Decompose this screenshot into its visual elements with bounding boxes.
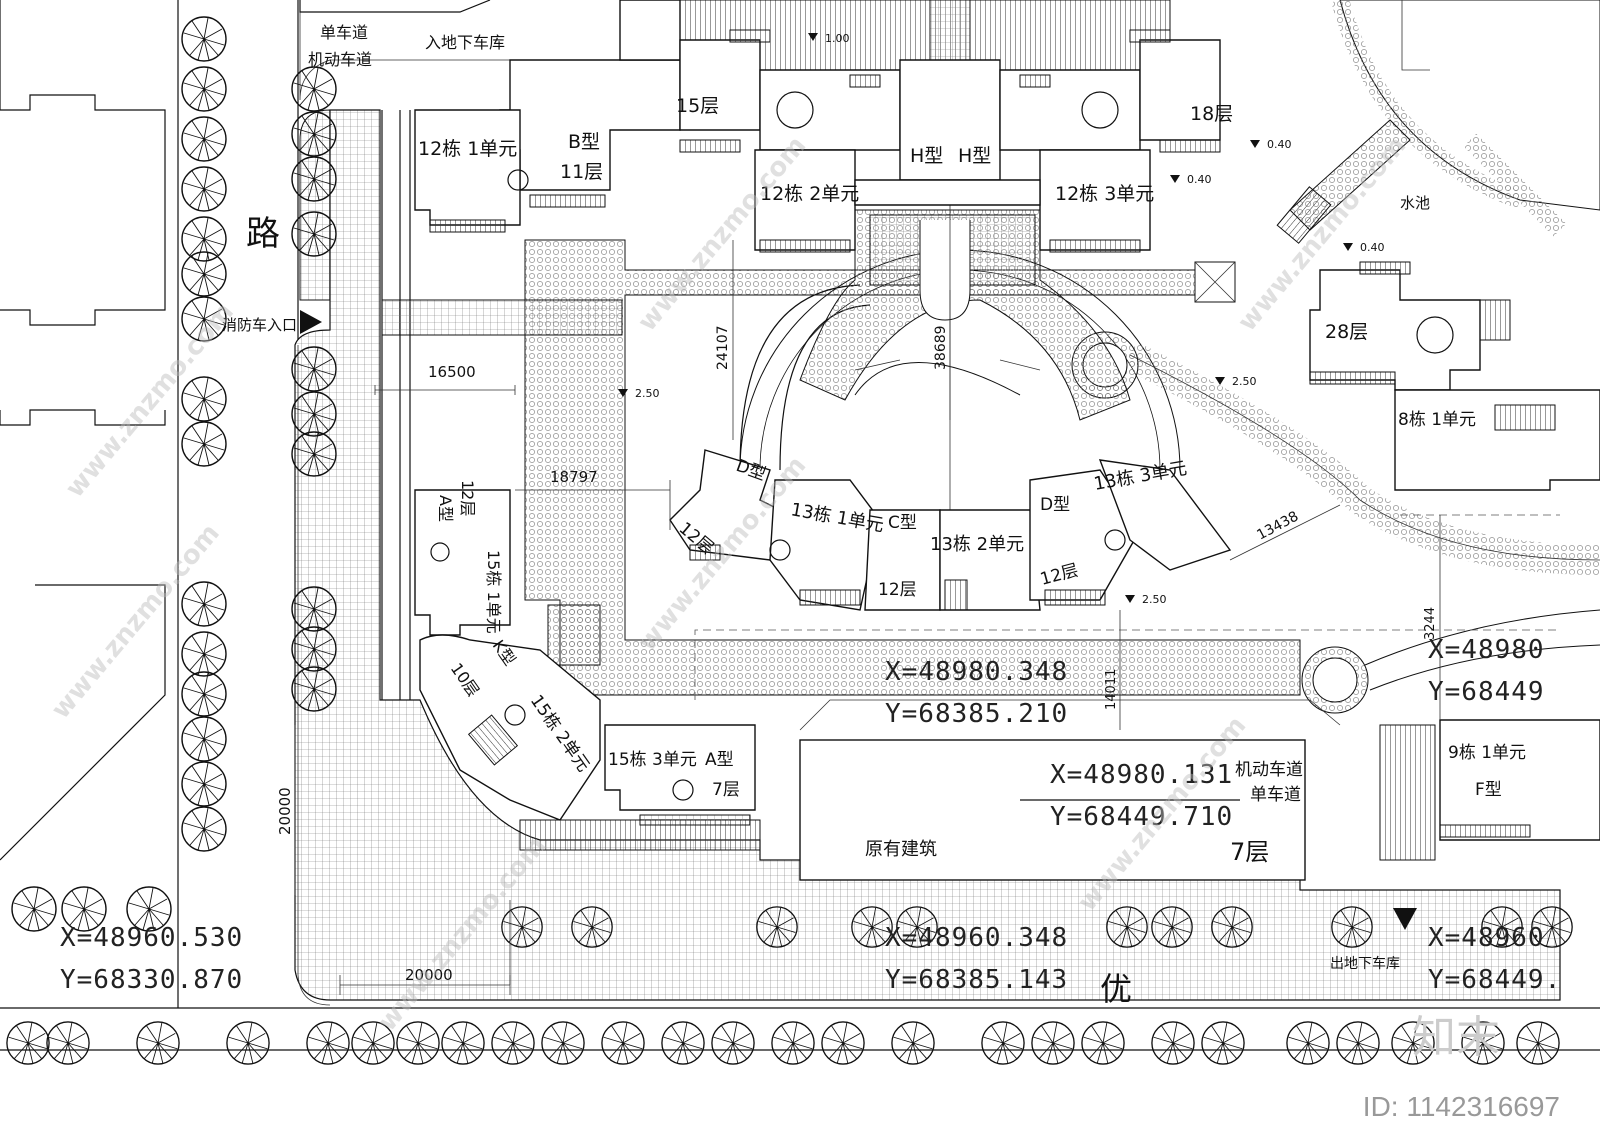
dimension: 14011: [1104, 669, 1119, 710]
building-type: A型: [705, 750, 734, 770]
building-floors: 28层: [1325, 321, 1368, 343]
dimension: 16500: [428, 363, 476, 381]
central-plaza: [799, 190, 1131, 510]
building-label: 12栋 3单元: [1055, 183, 1154, 205]
coord-x: X=48980: [1428, 635, 1545, 665]
dashed-boundaries: [694, 514, 1560, 700]
coord-x: X=48960.348: [885, 923, 1068, 953]
dimension: 20000: [276, 787, 294, 835]
fire-entry-label: 消防车入口: [222, 316, 297, 334]
elevation-values: 1.00 0.40 0.40 0.40 2.50 2.50 2.50: [635, 32, 1385, 606]
dimension: 20000: [405, 966, 453, 984]
coord-y: Y=68449.: [1428, 965, 1561, 995]
building-floors: 11层: [560, 161, 603, 183]
elevation: 2.50: [1232, 375, 1257, 388]
elevation-markers: [300, 33, 1417, 930]
motor-lane-label: 机动车道: [1235, 760, 1303, 780]
dimension: 13438: [1254, 508, 1301, 543]
building-label: 15栋 3单元: [608, 750, 697, 770]
watermark-text: www.znzmo.com: [60, 297, 240, 503]
building-floors: 12层: [878, 580, 917, 600]
bike-lane-label: 单车道: [320, 23, 368, 42]
building-15: [381, 110, 761, 851]
elevation: 0.40: [1187, 173, 1212, 186]
dimension: 24107: [715, 325, 731, 370]
motor-lane-label: 机动车道: [308, 50, 372, 69]
building-floors: 7层: [712, 780, 740, 800]
building-type: C型: [888, 513, 917, 533]
pond-area: [1276, 0, 1600, 244]
coord-y: Y=68385.210: [885, 699, 1068, 729]
elevation: 1.00: [825, 32, 850, 45]
building-label: 15栋 1单元: [484, 550, 503, 634]
building-type: H型: [910, 145, 943, 167]
coord-x: X=48980.131: [1050, 760, 1233, 790]
garage-exit-label: 出地下车库: [1330, 955, 1400, 972]
elevation: 2.50: [635, 387, 660, 400]
image-id: ID: 1142316697: [1362, 1091, 1560, 1122]
bike-lane-label: 单车道: [1250, 785, 1301, 805]
pond-label: 水池: [1400, 194, 1430, 212]
building-floors: 15层: [676, 95, 719, 117]
building-type: H型: [958, 145, 991, 167]
coord-y: Y=68449.710: [1050, 802, 1233, 832]
elevation: 2.50: [1142, 593, 1167, 606]
fire-entry-arrow: [300, 310, 322, 334]
coord-y: Y=68449: [1428, 677, 1545, 707]
top-buildings: [299, 0, 1221, 253]
building-label: 原有建筑: [865, 839, 937, 860]
dimension-lines: [294, 240, 1441, 995]
elevation: 0.40: [1267, 138, 1292, 151]
elevation: 0.40: [1360, 241, 1385, 254]
building-type: D型: [1040, 495, 1070, 515]
dimension: 3244: [1423, 607, 1438, 640]
existing-building: [799, 699, 1341, 881]
road-name: 路: [246, 214, 280, 254]
coordinates: X=48960.530 Y=68330.870 X=48960.348 Y=68…: [60, 635, 1561, 995]
building-floors: 12层: [458, 480, 477, 516]
building-label: 9栋 1单元: [1448, 743, 1526, 763]
building-floors: 18层: [1190, 103, 1233, 125]
building-13: [669, 449, 1232, 611]
right-buildings: [1309, 0, 1600, 861]
brand-logo: 知末: [1412, 1012, 1500, 1063]
building-type: A型: [436, 495, 455, 522]
dimension: 18797: [550, 468, 598, 486]
building-label: 12栋 1单元: [418, 138, 517, 160]
building-label: 8栋 1单元: [1398, 410, 1476, 430]
coord-y: Y=68330.870: [60, 965, 243, 995]
building-floors: 7层: [1230, 838, 1269, 866]
building-label: 12栋 2单元: [760, 183, 859, 205]
road-lines: [0, 0, 1600, 1051]
garage-entry-label: 入地下车库: [425, 33, 505, 52]
left-neighbor-buildings: [0, 0, 166, 861]
coord-x: X=48960.530: [60, 923, 243, 953]
building-label: 13栋 2单元: [930, 534, 1024, 555]
dimension: 38689: [933, 325, 949, 370]
bottom-road-label: 优: [1100, 970, 1132, 1008]
garage-exit-arrow: [1393, 908, 1417, 930]
building-type: F型: [1475, 780, 1502, 800]
coord-x: X=48980.348: [885, 657, 1068, 687]
coord-y: Y=68385.143: [885, 965, 1068, 995]
coord-x: X=48960: [1428, 923, 1545, 953]
building-type: B型: [568, 131, 600, 153]
